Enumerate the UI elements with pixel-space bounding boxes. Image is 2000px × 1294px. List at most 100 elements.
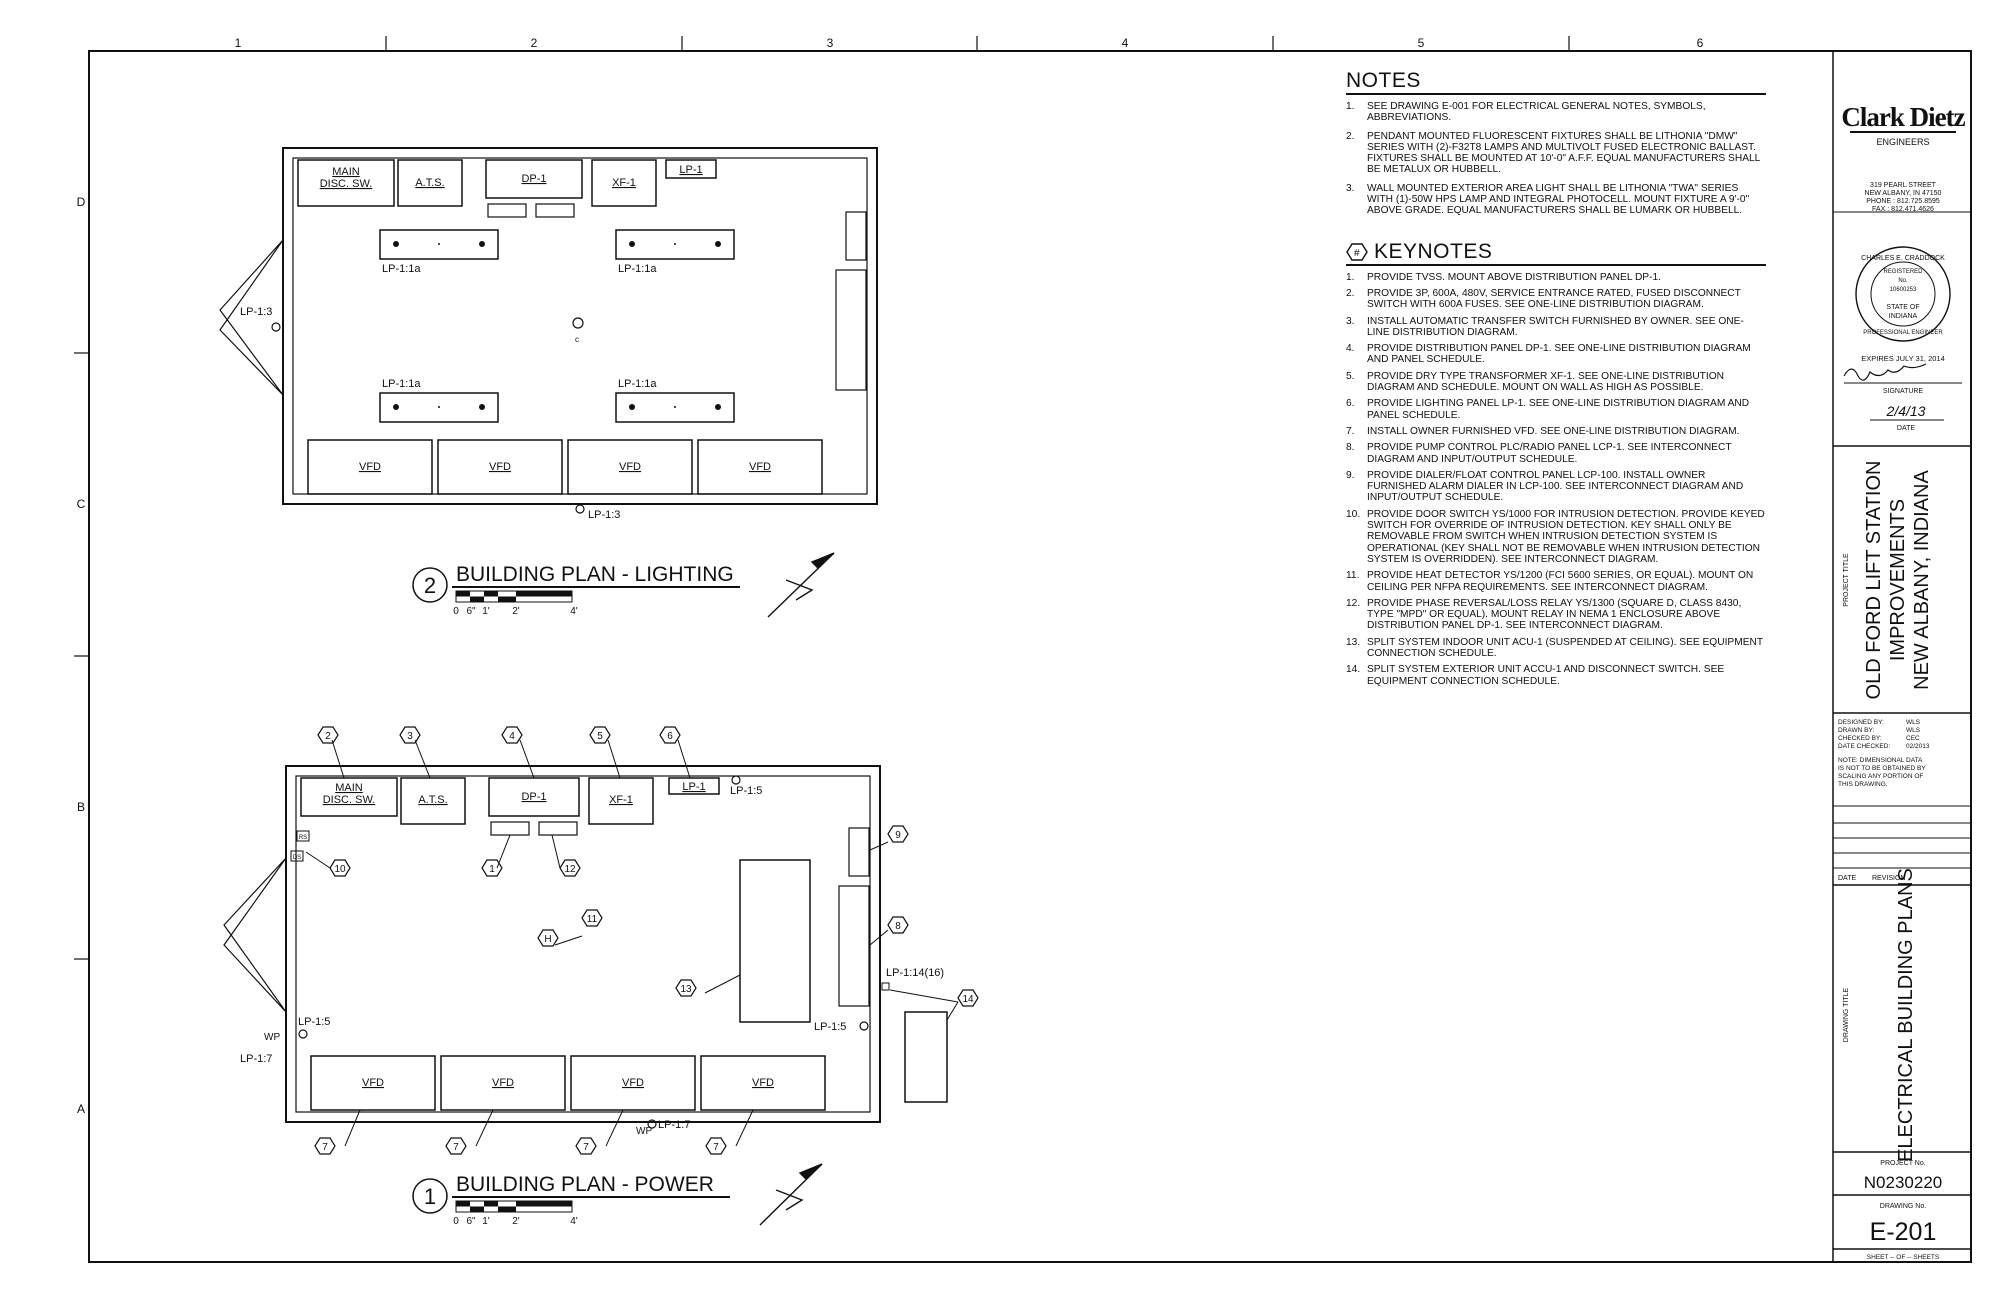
lighting-main-disc-label-2: DISC. SW. [320,178,373,190]
revision-date-label: DATE [1838,875,1856,882]
keynote-number: 11. [1346,570,1360,582]
lighting-scale-4ft: 4' [570,606,578,617]
lighting-fixture-tag-2: LP-1:1a [618,263,657,275]
note-number: 3. [1346,182,1355,194]
grid-col-5: 5 [1418,36,1425,50]
drawing-title: ELECTRICAL BUILDING PLANS [1895,868,1917,1162]
seal-no-label: No. [1898,278,1908,284]
title-block [1832,51,1971,1262]
power-receptacle-bottom [647,1119,657,1129]
lighting-lp1-label: LP-1 [679,164,702,176]
power-tag-6: 6 [667,731,673,742]
lighting-relay-box-2 [535,203,575,218]
power-tag-12: 12 [564,864,576,875]
project-no: N0230220 [1864,1173,1942,1192]
keynote-number: 2. [1346,287,1355,299]
power-circuit-wp-left: WP [264,1032,280,1043]
power-receptacle-right [859,1021,869,1031]
keynote-text: PROVIDE LIGHTING PANEL LP-1. SEE ONE-LIN… [1367,398,1750,421]
power-tag-7c: 7 [583,1142,589,1153]
grid-col-2: 2 [531,36,538,50]
signature-mark [1843,363,1927,381]
keynote-text: PROVIDE TVSS. MOUNT ABOVE DISTRIBUTION P… [1367,271,1661,283]
firm-address-1: 319 PEARL STREET [1870,182,1937,189]
pe-seal-inner [1870,261,1936,327]
lighting-wall-panel-2 [835,269,867,391]
keynote-number: 4. [1346,343,1355,355]
keynote-number: 9. [1346,469,1355,481]
project-title-line-3: NEW ALBANY, INDIANA [1911,469,1933,689]
keynote-item: 7.INSTALL OWNER FURNISHED VFD. SEE ONE-L… [1346,426,1766,437]
note-number: 1. [1346,101,1355,112]
power-junction-box [881,982,890,991]
power-door-switch-rs: RS [299,835,307,841]
lighting-plan-title: BUILDING PLAN - LIGHTING [456,563,734,586]
power-circuit-lp1-5-left: LP-1:5 [298,1016,330,1028]
keynote-text: PROVIDE DRY TYPE TRANSFORMER XF-1. SEE O… [1367,370,1725,394]
power-accu1-unit [904,1011,948,1103]
power-tag-2: 2 [325,731,331,742]
keynote-number: 12. [1346,597,1361,609]
notes-heading: NOTES [1346,70,1766,95]
power-tag-14: 14 [962,994,974,1005]
credit-date-checked-label: DATE CHECKED: [1838,743,1890,750]
keynote-item: 12.PROVIDE PHASE REVERSAL/LOSS RELAY YS/… [1346,598,1766,632]
plan-lighting [219,147,878,618]
lighting-inner-wall [292,157,868,495]
lighting-main-disc-box [297,159,395,207]
keynote-item: 14.SPLIT SYSTEM EXTERIOR UNIT ACCU-1 AND… [1346,664,1766,687]
lighting-lp1-box [665,159,717,179]
lighting-wall-light-bottom [575,504,585,514]
license-expires: EXPIRES JULY 31, 2014 [1861,354,1945,363]
power-tag-13: 13 [680,984,692,995]
lighting-scale-1ft: 1' [482,606,490,617]
firm-address-2: NEW ALBANY, IN 47150 [1865,190,1942,197]
power-circuit-wp-bottom: WP [636,1126,652,1137]
seal-bottom-text: PROFESSIONAL ENGINEER [1863,330,1943,336]
keynote-item: 13.SPLIT SYSTEM INDOOR UNIT ACU-1 (SUSPE… [1346,637,1766,660]
keynote-text: PROVIDE DISTRIBUTION PANEL DP-1. SEE ONE… [1367,343,1751,366]
power-tag-10: 10 [334,864,346,875]
drawing-no-label: DRAWING No. [1880,1203,1926,1210]
keynote-item: 1. PROVIDE TVSS. MOUNT ABOVE DISTRIBUTION… [1346,272,1766,283]
credit-drawn-value: WLS [1906,727,1921,734]
keynote-number: 14. [1346,664,1361,676]
lighting-main-disc-label-1: MAIN [332,166,360,178]
signed-date: 2/4/13 [1886,403,1926,419]
keynote-number: 7. [1346,425,1355,437]
lighting-xf1-box [591,159,657,207]
disclaimer-4: THIS DRAWING. [1838,781,1888,788]
note-item: 2.PENDANT MOUNTED FLUORESCENT FIXTURES S… [1346,131,1766,176]
power-tag-7d: 7 [713,1142,719,1153]
power-ats-label: A.T.S. [418,794,447,806]
power-circuit-lp1-5-top: LP-1:5 [730,785,762,797]
grid-row-d: D [77,195,86,209]
keynotes-heading-row: # KEYNOTES [1346,240,1766,266]
power-main-disc-label-2: DISC. SW. [323,794,376,806]
grid-row-c: C [77,497,86,511]
lighting-fixture-tag-1: LP-1:1a [382,263,421,275]
keynote-number: 1. [1346,271,1355,283]
power-scale-0: 0 [453,1216,459,1227]
power-tvss-box [490,821,530,836]
power-tag-1: 1 [489,864,495,875]
power-main-disc-label-1: MAIN [335,782,363,794]
credit-designed-value: WLS [1906,719,1921,726]
lighting-plan-number-circle [412,567,448,603]
keynote-item: 8.PROVIDE PUMP CONTROL PLC/RADIO PANEL L… [1346,442,1766,465]
power-door-swing [223,857,287,1013]
power-relay-box [538,821,578,836]
note-text: SEE DRAWING E-001 FOR ELECTRICAL GENERAL… [1367,101,1706,124]
power-circuit-lp1-14: LP-1:14(16) [886,967,944,979]
lighting-circuit-door: LP-1:3 [240,306,272,318]
lighting-wall-light-left [271,322,281,332]
power-lcp1-panel [838,885,870,1007]
lighting-door-swing [219,239,284,396]
lighting-vfd-label-4: VFD [749,461,771,473]
grid-row-b: B [77,800,85,814]
keynote-text: SPLIT SYSTEM INDOOR UNIT ACU-1 (SUSPENDE… [1367,636,1763,659]
firm-fax: FAX : 812.471.4626 [1872,206,1934,213]
lighting-ats-box [397,159,463,207]
power-plan-number: 1 [424,1184,436,1209]
